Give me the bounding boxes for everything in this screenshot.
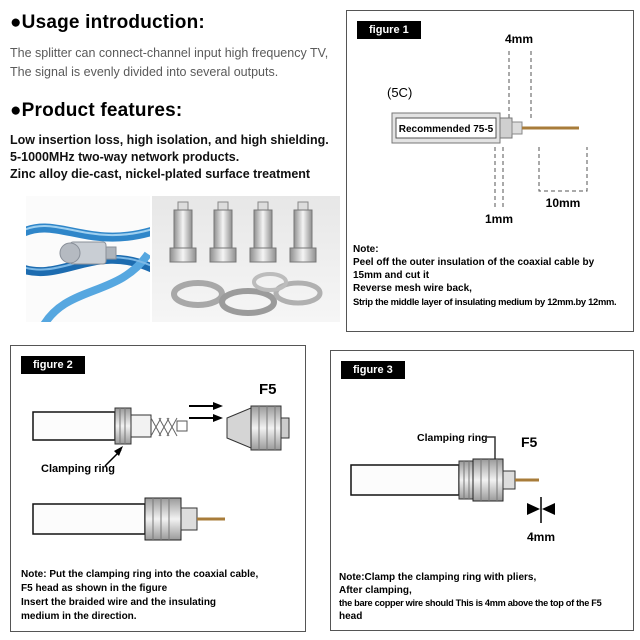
intro-section: ●Usage introduction: The splitter can co… <box>10 12 342 183</box>
dimension-4mm-label: 4mm <box>527 530 555 544</box>
usage-text-line: The splitter can connect-channel input h… <box>10 46 329 60</box>
f-connector-shape <box>289 201 317 263</box>
f-connector-shape <box>249 201 277 263</box>
note-line: After clamping, <box>339 585 412 596</box>
note-line: Peel off the outer insulation of the coa… <box>353 257 595 268</box>
figure1-diagram: 4mm (5C) Recommended 75-5 1mm 10mm <box>387 32 588 226</box>
pointer-line <box>487 436 496 459</box>
features-heading: ●Product features: <box>10 100 183 121</box>
connector-recommendation-label: Recommended 75-5 <box>399 124 494 135</box>
connector-body-shape <box>391 112 523 144</box>
figure3-diagram: Clamping ring F5 4mm <box>350 432 555 544</box>
usage-text-line: The signal is evenly divided into severa… <box>10 65 279 79</box>
note-line: 15mm and cut it <box>353 270 430 281</box>
usage-heading: ●Usage introduction: <box>10 12 205 33</box>
clamping-ring-label: Clamping ring <box>41 463 115 475</box>
product-photo-cables <box>26 196 150 322</box>
f5-label: F5 <box>259 381 277 398</box>
figure2-note: Note: Put the clamping ring into the coa… <box>21 568 299 624</box>
direction-arrows <box>189 402 223 422</box>
note-line: Reverse mesh wire back, <box>353 283 472 294</box>
cable-stub-shape <box>130 414 152 438</box>
f-connector-shape <box>209 201 237 263</box>
figure2-label: figure 2 <box>21 356 85 374</box>
figure3-note: Note:Clamp the clamping ring with pliers… <box>339 571 629 623</box>
note-line: Note: Put the clamping ring into the coa… <box>21 569 259 580</box>
note-line: Insert the braided wire and the insulati… <box>21 597 217 608</box>
connectors-photo-illustration <box>169 201 323 316</box>
note-line: Strip the middle layer of insulating med… <box>353 296 617 307</box>
splitter-connector-shape <box>59 241 117 265</box>
features-list: Low insertion loss, high isolation, and … <box>10 132 342 183</box>
braided-mesh-shape <box>150 417 188 437</box>
feature-line: Zinc alloy die-cast, nickel-plated surfa… <box>10 167 311 181</box>
figure1-panel: 4mm (5C) Recommended 75-5 1mm 10mm figur <box>346 10 634 332</box>
figure3-panel: Clamping ring F5 4mm figure <box>330 350 634 631</box>
figure2-diagram: F5 <box>32 381 290 541</box>
figure2-panel: F5 <box>10 345 306 632</box>
note-line: F5 head as shown in the figure <box>21 583 168 594</box>
clamping-ring-label: Clamping ring <box>417 432 488 444</box>
dimension-1mm-label: 1mm <box>485 212 513 226</box>
clamping-ring-shape <box>114 407 132 445</box>
note-line: head <box>339 611 363 622</box>
assembled-cable-shape <box>32 497 225 541</box>
cable-shape <box>32 411 116 441</box>
usage-text: The splitter can connect-channel input h… <box>10 44 342 82</box>
note-heading: Note: <box>353 244 379 255</box>
note-line: medium in the direction. <box>21 611 137 622</box>
f5-connector-shape <box>226 405 290 451</box>
assembled-cable-shape <box>350 458 539 502</box>
note-line: Note:Clamp the clamping ring with pliers… <box>339 572 537 583</box>
cable-photo-illustration <box>26 223 150 322</box>
product-photo-connectors <box>152 196 340 322</box>
figure1-label: figure 1 <box>357 21 421 39</box>
feature-line: Low insertion loss, high isolation, and … <box>10 133 329 147</box>
metal-ring-shape <box>171 272 323 316</box>
cable-type-label: (5C) <box>387 85 412 100</box>
f5-label: F5 <box>521 434 538 450</box>
figure1-note: Note: Peel off the outer insulation of t… <box>353 243 631 308</box>
dimension-marks <box>527 497 555 523</box>
dimension-10mm-label: 10mm <box>546 196 581 210</box>
f-connector-shape <box>169 201 197 263</box>
figure3-label: figure 3 <box>341 361 405 379</box>
dimension-bracket <box>538 147 588 192</box>
feature-line: 5-1000MHz two-way network products. <box>10 150 240 164</box>
note-line: the bare copper wire should This is 4mm … <box>339 598 602 608</box>
dimension-4mm-label: 4mm <box>505 32 533 46</box>
pointer-arrow <box>104 446 123 467</box>
